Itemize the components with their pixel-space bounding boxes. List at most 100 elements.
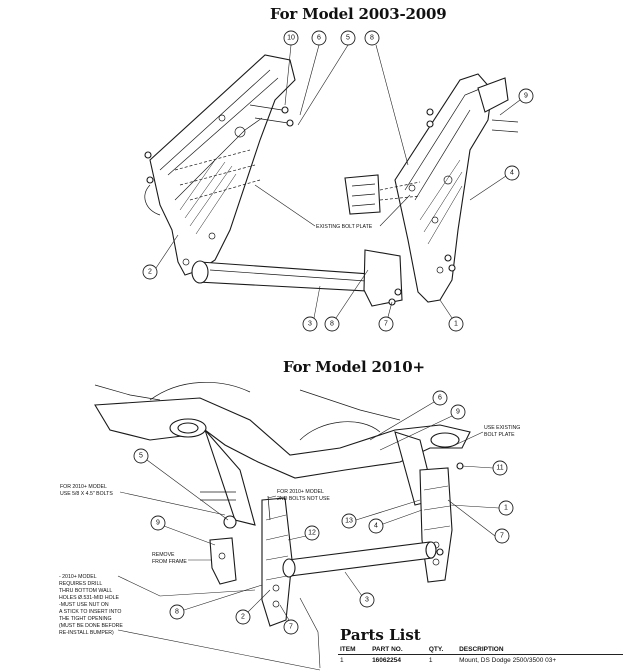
callout-top-10: 10: [283, 30, 299, 46]
callout-bot-5: 5: [133, 448, 149, 464]
left-bracket-2010: [261, 497, 293, 627]
callout-bot-7a: 7: [494, 528, 510, 544]
top-heading: For Model 2003-2009: [270, 5, 447, 23]
svg-text:FROM FRAME: FROM FRAME: [152, 559, 187, 565]
svg-text:11: 11: [496, 465, 503, 472]
parts-list-header-row: ITEM PART NO. QTY. DESCRIPTION: [338, 645, 623, 655]
header-item: ITEM: [338, 645, 371, 655]
svg-text:7: 7: [500, 533, 504, 540]
callout-top-6: 6: [311, 30, 327, 46]
svg-text:9: 9: [156, 520, 160, 527]
svg-text:- 2010+ MODEL: - 2010+ MODEL: [59, 574, 97, 580]
svg-text:REQUIRES DRILL: REQUIRES DRILL: [59, 581, 102, 587]
svg-text:FOR 2010+ MODEL: FOR 2010+ MODEL: [60, 484, 107, 490]
svg-text:USE EXISTING: USE EXISTING: [484, 425, 520, 431]
callout-bot-9a: 9: [450, 404, 466, 420]
svg-text:THRU BOTTOM WALL: THRU BOTTOM WALL: [59, 588, 112, 594]
svg-text:HOLES Ø.531-MID HOLE: HOLES Ø.531-MID HOLE: [59, 595, 120, 601]
svg-text:RE-INSTALL BUMPER): RE-INSTALL BUMPER): [59, 630, 114, 636]
svg-text:6: 6: [317, 35, 321, 42]
header-qty: QTY.: [426, 645, 458, 655]
svg-text:7: 7: [289, 624, 293, 631]
callout-top-8b: 8: [324, 316, 340, 332]
callout-top-1: 1: [448, 316, 464, 332]
note-drill: - 2010+ MODEL REQUIRES DRILL THRU BOTTOM…: [59, 574, 123, 636]
callout-bot-12: 12: [304, 525, 320, 541]
svg-text:8: 8: [175, 609, 179, 616]
svg-text:5: 5: [139, 453, 143, 460]
note-existing-bolt-plate: EXISTING BOLT PLATE: [316, 224, 373, 230]
svg-text:1: 1: [454, 321, 458, 328]
svg-text:2: 2: [148, 269, 152, 276]
crossbar-2010: [282, 541, 437, 578]
right-bracket-2010: [419, 467, 453, 583]
svg-text:12: 12: [308, 530, 316, 537]
parts-list-table: ITEM PART NO. QTY. DESCRIPTION 1 1606225…: [338, 645, 623, 666]
callout-bot-9b: 9: [150, 515, 166, 531]
hitch-bracket: [344, 174, 403, 307]
callout-bot-11: 11: [492, 460, 508, 476]
svg-text:BOLT PLATE: BOLT PLATE: [484, 432, 515, 438]
svg-text:8: 8: [330, 321, 334, 328]
svg-text:8: 8: [370, 35, 374, 42]
bottom-assembly: USE EXISTING BOLT PLATE FOR 2010+ MODEL …: [59, 381, 520, 671]
note-second-bolts: FOR 2010+ MODEL 2ND BOLTS NOT USE: [277, 489, 330, 502]
removed-frame-piece: [209, 537, 237, 585]
callout-top-9: 9: [518, 88, 534, 104]
header-description: DESCRIPTION: [457, 645, 623, 655]
callout-bot-2: 2: [235, 609, 251, 625]
svg-text:6: 6: [438, 395, 442, 402]
alignment-lines-top: [174, 149, 421, 201]
bolts-top: [144, 104, 519, 306]
callout-bot-6: 6: [432, 390, 448, 406]
note-bolts-58: FOR 2010+ MODEL USE 5/8 X 4.5" BOLTS: [60, 484, 113, 497]
svg-text:4: 4: [510, 170, 514, 177]
svg-text:1: 1: [504, 505, 508, 512]
bottom-heading: For Model 2010+: [283, 358, 425, 376]
note-remove-frame: REMOVE FROM FRAME: [152, 552, 187, 565]
callout-top-7: 7: [378, 316, 394, 332]
cell-part-no: 16062254: [372, 657, 401, 664]
svg-text:-MUST USE NUT ON: -MUST USE NUT ON: [59, 602, 109, 608]
table-row: 1 16062254 1 Mount, DS Dodge 2500/3500 0…: [338, 655, 623, 667]
bolts-bottom: [200, 462, 464, 556]
svg-text:THE TIGHT OPENING: THE TIGHT OPENING: [59, 616, 112, 622]
svg-text:5: 5: [346, 35, 350, 42]
svg-text:USE 5/8 X 4.5" BOLTS: USE 5/8 X 4.5" BOLTS: [60, 491, 113, 497]
callout-bot-1: 1: [498, 500, 514, 516]
svg-text:9: 9: [524, 93, 528, 100]
parts-list-title: Parts List: [340, 626, 421, 644]
vehicle-frame: [94, 381, 471, 526]
svg-text:REMOVE: REMOVE: [152, 552, 175, 558]
svg-text:FOR 2010+ MODEL: FOR 2010+ MODEL: [277, 489, 324, 495]
svg-text:3: 3: [365, 597, 369, 604]
crossbar-tube: [191, 260, 393, 294]
callout-bot-7b: 7: [283, 619, 299, 635]
svg-text:13: 13: [345, 518, 353, 525]
svg-text:4: 4: [374, 523, 378, 530]
svg-text:2: 2: [241, 614, 245, 621]
svg-text:9: 9: [456, 409, 460, 416]
cell-item: 1: [340, 657, 344, 664]
callout-top-5: 5: [340, 30, 356, 46]
top-assembly: EXISTING BOLT PLATE 10 6 5 8 9 4 2 3 8 7…: [142, 30, 534, 332]
svg-text:A STICK TO INSERT INTO: A STICK TO INSERT INTO: [59, 609, 121, 615]
svg-text:10: 10: [287, 35, 295, 42]
callout-top-8a: 8: [364, 30, 380, 46]
svg-text:7: 7: [384, 321, 388, 328]
right-mount-plate: [394, 73, 509, 303]
callout-bot-13: 13: [341, 513, 357, 529]
svg-text:3: 3: [308, 321, 312, 328]
svg-text:2ND BOLTS NOT USE: 2ND BOLTS NOT USE: [277, 496, 330, 502]
callout-top-3: 3: [302, 316, 318, 332]
left-mount-plate: [144, 54, 296, 276]
cell-description: Mount, DS Dodge 2500/3500 03+: [459, 657, 557, 664]
svg-text:(MUST BE DONE BEFORE: (MUST BE DONE BEFORE: [59, 623, 123, 629]
callout-top-4: 4: [504, 165, 520, 181]
callout-top-2: 2: [142, 264, 158, 280]
callout-bot-4: 4: [368, 518, 384, 534]
callout-bot-3: 3: [359, 592, 375, 608]
note-use-existing: USE EXISTING BOLT PLATE: [484, 425, 520, 438]
cell-qty: 1: [428, 657, 433, 664]
